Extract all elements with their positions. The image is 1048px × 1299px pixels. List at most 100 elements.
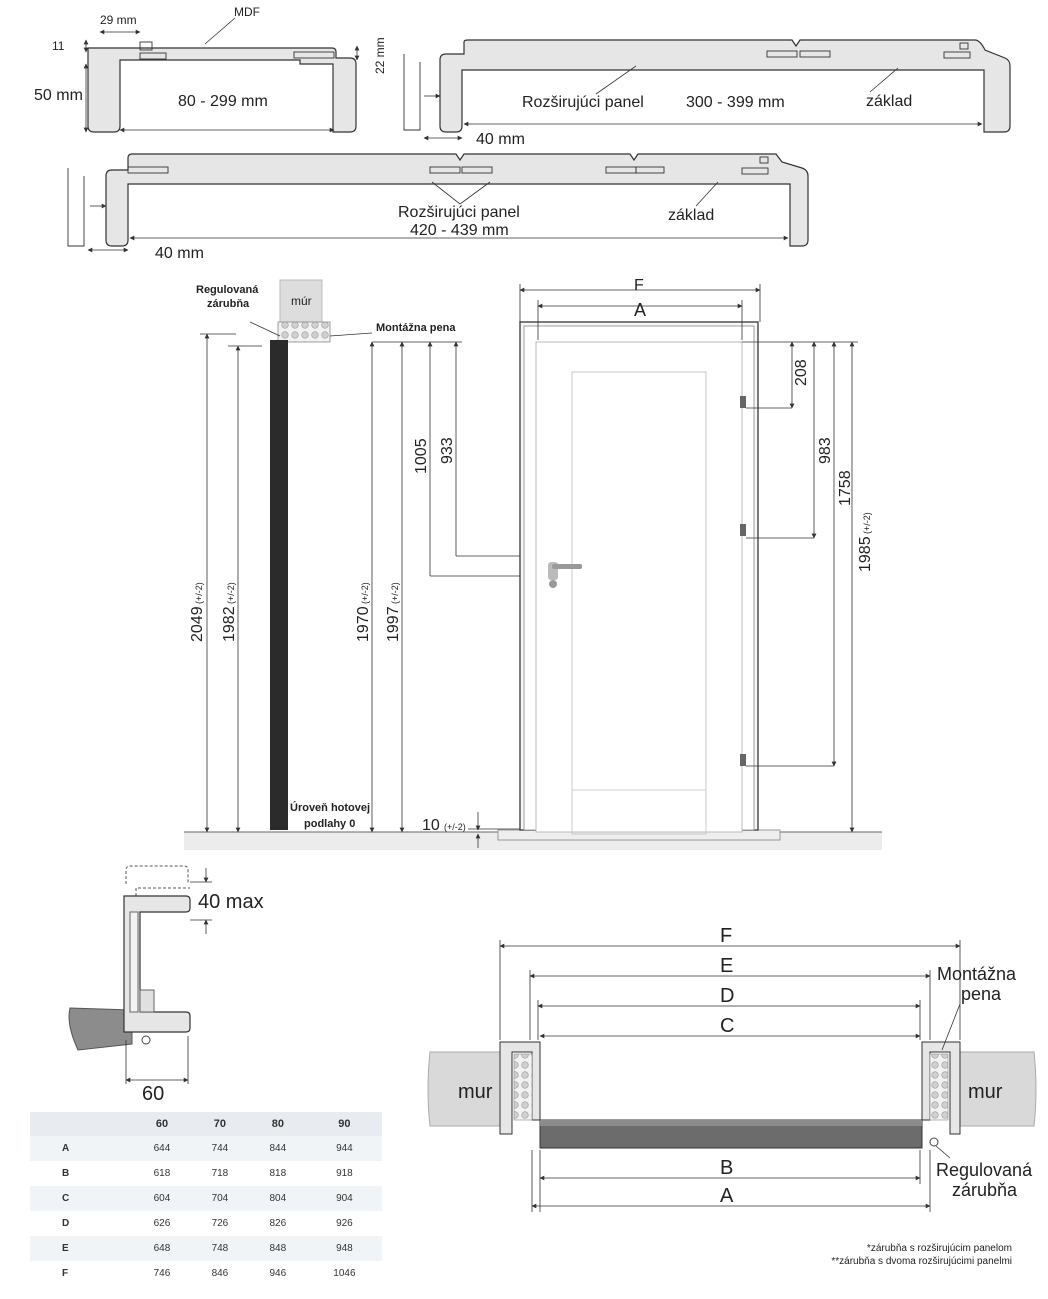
table-cell: 946 bbox=[248, 1261, 307, 1286]
table-row: D 626 726 826 926 bbox=[30, 1211, 382, 1236]
frame-label-2: zárubňa bbox=[207, 298, 250, 310]
dim-1970: 1970 bbox=[355, 606, 372, 642]
dim-50: 50 mm bbox=[34, 87, 83, 104]
table-cell: 848 bbox=[248, 1236, 307, 1261]
dim-983: 983 bbox=[817, 437, 834, 464]
size-table: 60 70 80 90 A 644 744 844 944 B 618 718 … bbox=[30, 1112, 382, 1286]
profile-300: Rozširujúci panel 300 - 399 mm základ 40… bbox=[403, 39, 1011, 148]
plan-wall-left: mur bbox=[458, 1081, 493, 1103]
table-row: F 746 846 946 1046 bbox=[30, 1261, 382, 1286]
table-cell: B bbox=[30, 1161, 133, 1186]
vertical-section: múr Regulovaná zárubňa Montážna pena Úro… bbox=[184, 279, 882, 850]
dim-1997: 1997 bbox=[385, 606, 402, 642]
door-label-f: F bbox=[634, 277, 644, 294]
frame-label-1: Regulovaná bbox=[196, 284, 259, 296]
range-420: 420 - 439 mm bbox=[410, 222, 509, 239]
table-cell: E bbox=[30, 1236, 133, 1261]
dim-22: 22 mm bbox=[373, 37, 387, 74]
dim-1985: 1985 bbox=[857, 536, 874, 572]
profile-420: Rozširujúci panel 420 - 439 mm základ 40… bbox=[67, 153, 809, 262]
dim-1982: 1982 bbox=[221, 606, 238, 642]
table-cell: 904 bbox=[306, 1186, 382, 1211]
tol-10: (+/-2) bbox=[444, 822, 466, 832]
table-cell: 626 bbox=[133, 1211, 191, 1236]
table-row: E 648 748 848 948 bbox=[30, 1236, 382, 1261]
door-elevation: F A 208 983 1758 1985 (+/-2) bbox=[497, 277, 874, 841]
dim-933: 933 bbox=[439, 437, 456, 464]
table-header-cell: 90 bbox=[306, 1112, 382, 1136]
footnote-single-panel: *zárubňa s rozširujúcim panelom bbox=[866, 1243, 1012, 1254]
table-cell: 944 bbox=[306, 1136, 382, 1161]
plan-label-b: B bbox=[720, 1157, 733, 1179]
plan-frame-1: Regulovaná bbox=[936, 1160, 1033, 1180]
table-cell: 846 bbox=[190, 1261, 249, 1286]
table-cell: 1046 bbox=[306, 1261, 382, 1286]
table-cell: 718 bbox=[190, 1161, 249, 1186]
table-cell: 926 bbox=[306, 1211, 382, 1236]
table-row: B 618 718 818 918 bbox=[30, 1161, 382, 1186]
mdf-label: MDF bbox=[234, 5, 260, 19]
table-cell: D bbox=[30, 1211, 133, 1236]
table-row: C 604 704 804 904 bbox=[30, 1186, 382, 1211]
table-cell: A bbox=[30, 1136, 133, 1161]
table-cell: 604 bbox=[133, 1186, 191, 1211]
plan-label-e: E bbox=[720, 955, 733, 977]
table-cell: 826 bbox=[248, 1211, 307, 1236]
tol-1970: (+/-2) bbox=[360, 582, 370, 604]
corner-detail: 40 max 60 bbox=[68, 865, 264, 1105]
tol-1997: (+/-2) bbox=[390, 582, 400, 604]
table-header-cell bbox=[30, 1112, 133, 1136]
table-cell: 844 bbox=[248, 1136, 307, 1161]
table-cell: C bbox=[30, 1186, 133, 1211]
table-cell: 618 bbox=[133, 1161, 191, 1186]
plan-label-f: F bbox=[720, 925, 732, 947]
plan-label-c: C bbox=[720, 1015, 734, 1037]
plan-foam-2: pena bbox=[961, 984, 1002, 1004]
foam-label: Montážna pena bbox=[376, 322, 456, 334]
tol-2049: (+/-2) bbox=[194, 582, 204, 604]
dim-10: 10 bbox=[422, 817, 440, 834]
door-label-a: A bbox=[634, 300, 646, 320]
panel-label-420: Rozširujúci panel bbox=[398, 204, 520, 221]
plan-label-d: D bbox=[720, 985, 734, 1007]
footnote-double-panel: **zárubňa s dvoma rozširujúcimi panelmi bbox=[831, 1256, 1012, 1267]
tol-1985: (+/-2) bbox=[862, 512, 872, 534]
table-cell: 948 bbox=[306, 1236, 382, 1261]
table-cell: 918 bbox=[306, 1161, 382, 1186]
dim-2049: 2049 bbox=[189, 606, 206, 642]
dim-1758: 1758 bbox=[837, 470, 854, 506]
table-header-cell: 70 bbox=[190, 1112, 249, 1136]
base-label-420: základ bbox=[668, 207, 714, 224]
range-300: 300 - 399 mm bbox=[686, 94, 785, 111]
plan-foam-1: Montážna bbox=[937, 964, 1017, 984]
dim-1005: 1005 bbox=[413, 438, 430, 474]
tol-1982: (+/-2) bbox=[226, 582, 236, 604]
table-cell: 746 bbox=[133, 1261, 191, 1286]
plan-frame-2: zárubňa bbox=[952, 1180, 1018, 1200]
wall-label-section: múr bbox=[291, 294, 312, 308]
dim-60: 60 bbox=[142, 1083, 164, 1105]
table-cell: 648 bbox=[133, 1236, 191, 1261]
dim-208: 208 bbox=[793, 359, 810, 386]
profile-basic-shape bbox=[87, 47, 357, 133]
table-header-cell: 60 bbox=[133, 1112, 191, 1136]
floor-label-1: Úroveň hotovej bbox=[290, 801, 370, 814]
table-cell: 748 bbox=[190, 1236, 249, 1261]
table-cell: 804 bbox=[248, 1186, 307, 1211]
profile-basic: MDF 29 mm 11 22 mm 50 mm 80 - 299 mm bbox=[34, 5, 387, 133]
table-cell: F bbox=[30, 1261, 133, 1286]
dim-29: 29 mm bbox=[100, 13, 137, 27]
table-cell: 818 bbox=[248, 1161, 307, 1186]
panel-label-300: Rozširujúci panel bbox=[522, 94, 644, 111]
floor-label-2: podlahy 0 bbox=[304, 818, 355, 830]
plan-wall-right: mur bbox=[968, 1081, 1003, 1103]
table-cell: 644 bbox=[133, 1136, 191, 1161]
plan-view: F E D C B A mur mur Montážna pena Regulo… bbox=[427, 925, 1037, 1212]
dim-40max: 40 max bbox=[198, 891, 264, 913]
table-cell: 744 bbox=[190, 1136, 249, 1161]
range-basic: 80 - 299 mm bbox=[178, 93, 268, 110]
table-header-cell: 80 bbox=[248, 1112, 307, 1136]
plan-label-a: A bbox=[720, 1185, 734, 1207]
dim-40-300: 40 mm bbox=[476, 131, 525, 148]
